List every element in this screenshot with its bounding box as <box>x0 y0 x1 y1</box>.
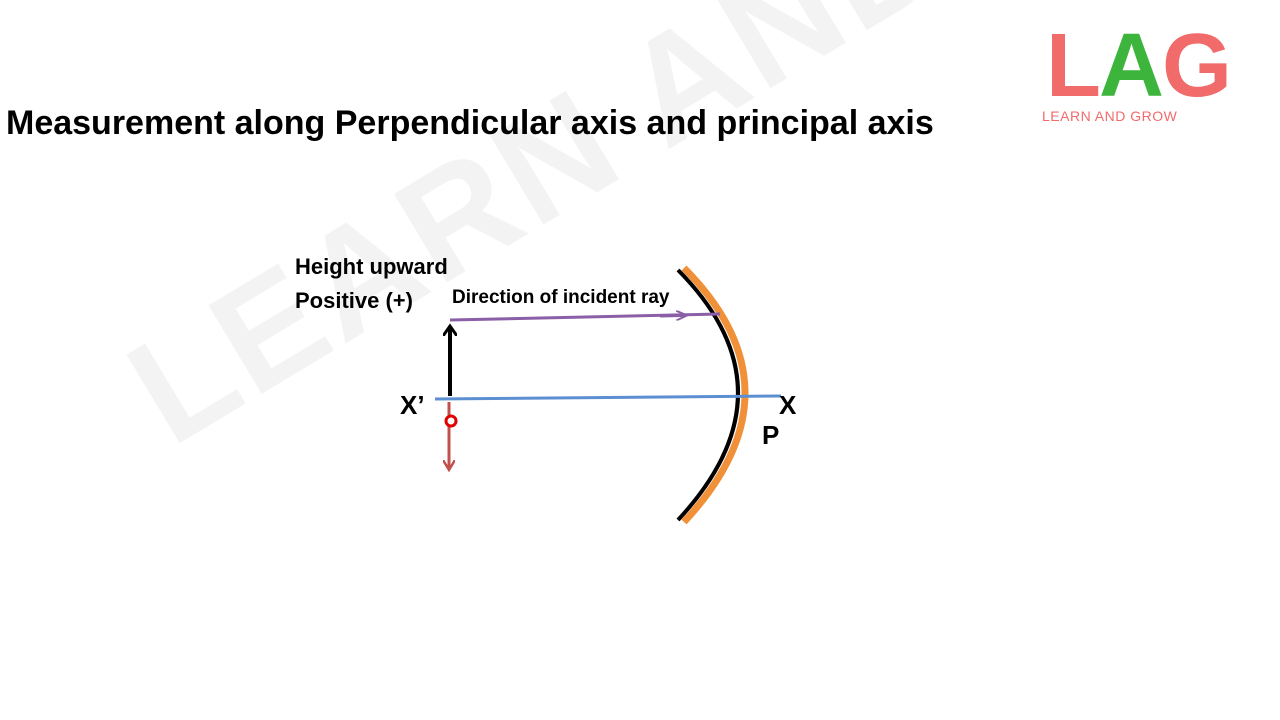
incident-ray-label: Direction of incident ray <box>452 287 670 308</box>
object-point-marker <box>444 414 458 428</box>
logo-letter-a: A <box>1098 16 1164 116</box>
height-label-line1: Height upward <box>295 254 448 279</box>
slide-title: Measurement along Perpendicular axis and… <box>6 104 934 142</box>
axis-right-label: X <box>779 390 797 420</box>
logo-letter-l: L <box>1046 16 1101 116</box>
mirror-front-black <box>676 268 740 522</box>
pole-label: P <box>762 420 780 450</box>
principal-axis <box>434 394 782 401</box>
incident-ray-arrowhead <box>659 315 686 316</box>
logo-letters: LAG <box>1046 16 1232 116</box>
axis-left-label: X’ <box>400 390 425 420</box>
height-label-line2: Positive (+) <box>295 288 413 313</box>
logo-letter-g: G <box>1161 16 1232 116</box>
height-upward-label: Height upward Positive (+) <box>295 250 448 318</box>
lag-logo: LAG LEARN AND GROW <box>1040 16 1260 128</box>
mirror-back-orange <box>681 265 749 525</box>
logo-tagline: LEARN AND GROW <box>1042 108 1178 124</box>
